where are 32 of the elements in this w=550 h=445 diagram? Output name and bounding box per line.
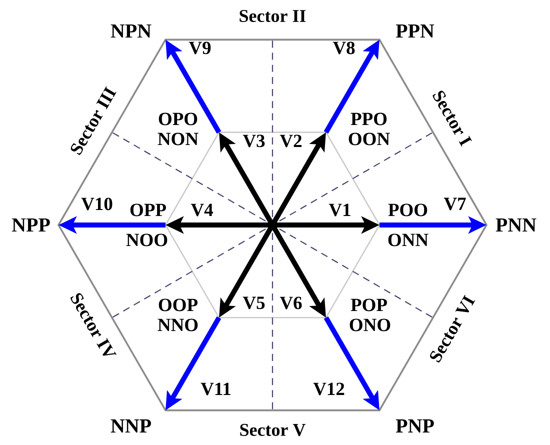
state-label: OOP — [158, 298, 198, 312]
state-label: PPO — [350, 112, 387, 126]
vector-label: V10 — [81, 198, 112, 210]
sector-label: Sector V — [240, 424, 306, 436]
state-label: NOO — [126, 234, 168, 246]
vector-label: V9 — [188, 42, 211, 54]
state-label: ONO — [350, 318, 390, 332]
state-label: POO — [388, 204, 428, 216]
vector-label: V12 — [313, 382, 344, 396]
vertex-label: NPP — [12, 218, 50, 232]
vector-label: V3 — [242, 134, 265, 148]
vector-label: V6 — [280, 296, 302, 310]
state-label: POP — [350, 298, 387, 312]
vector-label: V2 — [280, 134, 302, 148]
state-label: OPP — [130, 204, 166, 216]
vertex-label: PPN — [396, 24, 434, 38]
state-label: NNO — [158, 318, 198, 332]
vertex-label: PNN — [496, 218, 536, 232]
sector-label: Sector II — [240, 10, 306, 22]
vector-label: V8 — [332, 42, 355, 54]
vertex-label: NNP — [110, 419, 151, 433]
state-label: OON — [348, 132, 390, 146]
vector-label: V11 — [200, 382, 230, 396]
vertex-label: PNP — [396, 419, 434, 433]
state-label: OPO — [158, 112, 198, 126]
vector-label: V1 — [328, 204, 350, 216]
state-label: NON — [158, 132, 198, 146]
vertex-label: NPN — [110, 24, 152, 38]
vector-label: V4 — [190, 204, 213, 216]
state-label: ONN — [388, 234, 428, 246]
vector-label: V5 — [242, 296, 265, 310]
vector-label: V7 — [444, 198, 466, 210]
